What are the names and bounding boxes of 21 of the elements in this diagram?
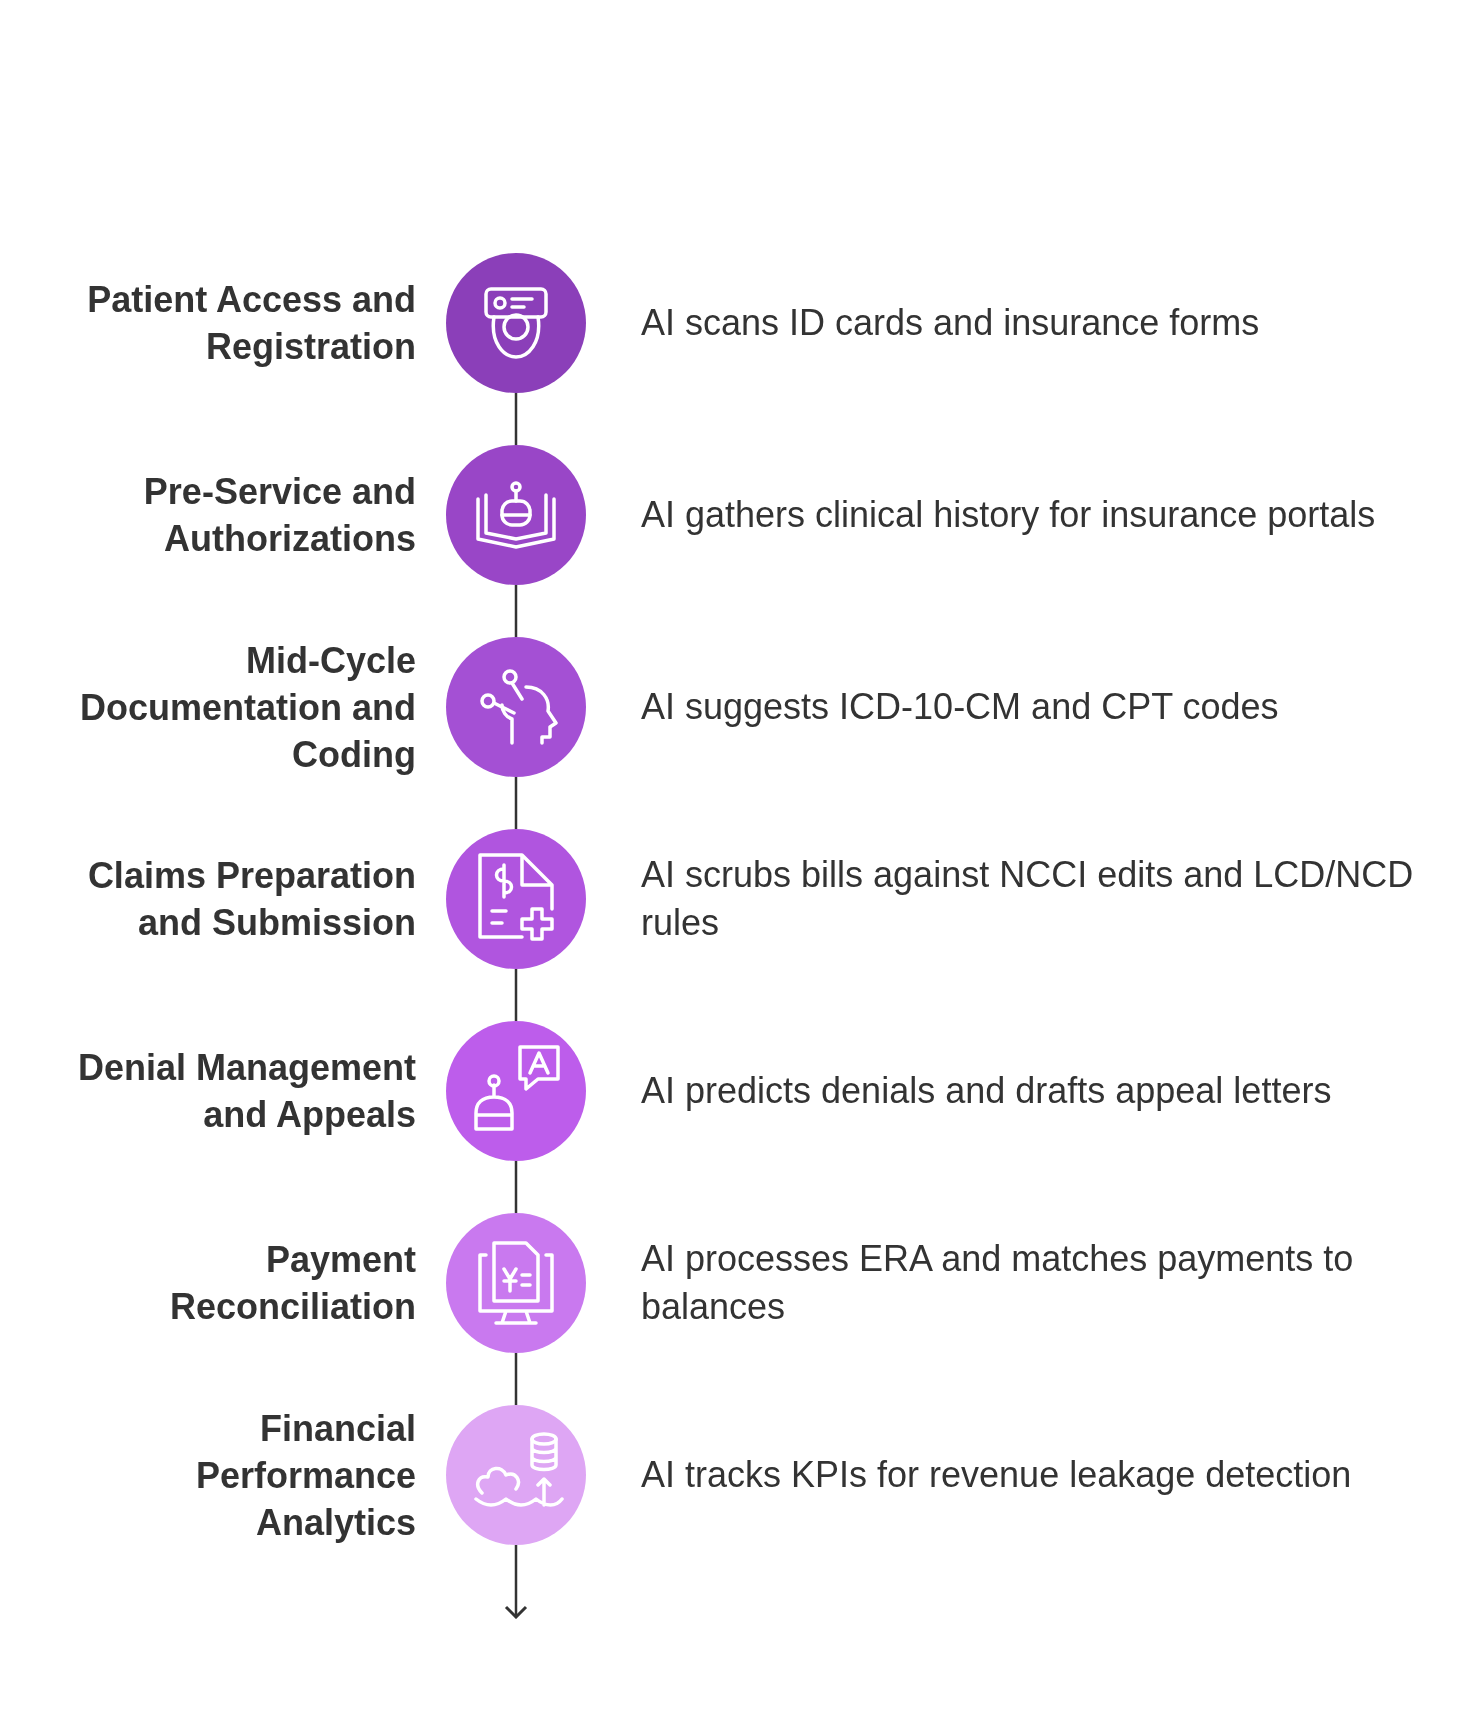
stage-title: Patient Access and Registration [86, 278, 416, 369]
stage-description: AI suggests ICD-10-CM and CPT codes [641, 685, 1280, 729]
stage-description: AI gathers clinical history for insurance portals [641, 493, 1377, 537]
stage-description: AI scrubs bills against NCCI edits and LCD/NCD rules [641, 853, 1415, 945]
stage-title: Pre-Service and Authorizations [142, 470, 416, 561]
connector-line [514, 585, 518, 637]
stage-description: AI tracks KPIs for revenue leakage detection [641, 1453, 1353, 1497]
stage-description: AI predicts denials and drafts appeal letters [641, 1069, 1333, 1113]
stage-title: Mid-Cycle Documentation and Coding [79, 638, 416, 777]
connector-line [514, 777, 518, 829]
connector-line [514, 969, 518, 1021]
stage-title: Payment Reconciliation [168, 1238, 416, 1329]
connector-line [514, 1161, 518, 1213]
stage-title: Denial Management and Appeals [76, 1046, 416, 1137]
stage-title: Claims Preparation and Submission [86, 854, 416, 945]
stage-description: AI scans ID cards and insurance forms [641, 301, 1261, 345]
connector-line [514, 393, 518, 445]
stage-title: Financial Performance Analytics [194, 1406, 416, 1545]
stage-description: AI processes ERA and matches payments to balances [641, 1237, 1355, 1329]
connector-line [514, 1353, 518, 1405]
arrow [504, 1545, 528, 1619]
